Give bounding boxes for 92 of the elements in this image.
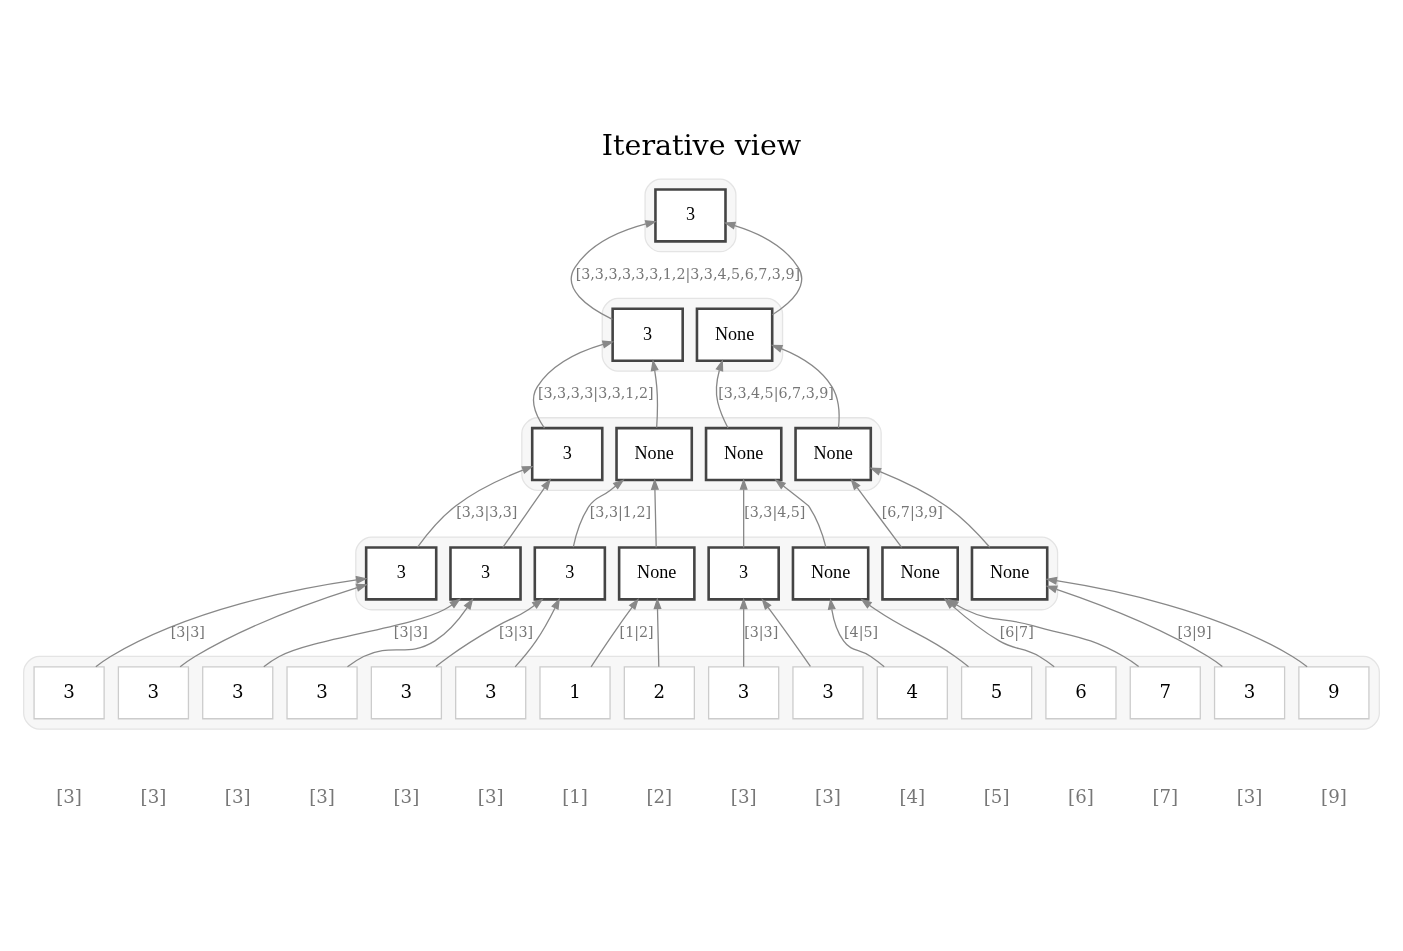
node-label: [3] [224, 785, 251, 807]
node-label: [3] [1236, 785, 1263, 807]
edge-label: [3|3] [498, 623, 534, 640]
arrow [1045, 576, 1308, 668]
node-box: 3 [202, 666, 274, 720]
node-box: 3 [707, 546, 780, 601]
node-box: None [791, 546, 870, 601]
node-box: 4 [876, 666, 948, 720]
node-box: 3 [533, 546, 607, 601]
arrow [502, 478, 552, 549]
node-box: 3 [611, 307, 684, 362]
node-box: 3 [33, 666, 105, 720]
node-box: 1 [539, 666, 611, 720]
node-box: 3 [117, 666, 190, 720]
arrow [263, 598, 462, 668]
node-label: [6] [1068, 785, 1094, 807]
node-label: [3] [140, 785, 167, 807]
edge-label: [4|5] [844, 623, 879, 640]
node-box: 3 [708, 666, 780, 720]
node-box: 3 [792, 666, 864, 720]
node-box: 3 [455, 666, 527, 720]
edge-label: [3,3,3,3,3,3,1,2|3,3,4,5,6,7,3,9] [575, 265, 801, 282]
arrow [570, 220, 657, 320]
diagram-title: Iterative view [601, 129, 802, 163]
node-label: [3] [393, 785, 420, 807]
edge-label: [3|9] [1177, 623, 1212, 640]
node-box: 3 [370, 666, 443, 720]
node-box: None [881, 546, 959, 601]
node-box: None [970, 546, 1049, 601]
edge-label: [3|3] [744, 623, 779, 640]
node-box: 3 [1213, 666, 1286, 720]
arrow [346, 598, 474, 668]
node-box: 3 [654, 188, 727, 243]
arrow [650, 478, 659, 549]
node-box: 7 [1129, 666, 1201, 720]
arrow [435, 598, 544, 668]
arrow [590, 598, 639, 668]
node-box: 9 [1298, 666, 1370, 720]
node-label: [4] [899, 785, 926, 807]
arrow [827, 598, 885, 668]
cluster [23, 655, 1380, 730]
node-label: [2] [646, 785, 673, 807]
arrow [947, 598, 1140, 668]
node-label: [1] [562, 785, 588, 807]
arrow [869, 467, 991, 548]
node-label: [3] [309, 785, 335, 807]
arrow [739, 478, 748, 549]
node-label: [3] [56, 785, 82, 807]
node-label: [7] [1152, 785, 1179, 807]
edge-label: [3,3|3,3] [456, 504, 518, 521]
edge-label: [3|3] [170, 623, 205, 640]
node-label: [5] [983, 785, 1010, 807]
arrow [514, 597, 560, 668]
arrow [650, 359, 659, 429]
arrow [1045, 585, 1223, 668]
arrow [761, 598, 812, 667]
node-label: [3] [730, 785, 757, 807]
node-box: None [615, 426, 694, 482]
node-box: 3 [286, 666, 358, 720]
arrow [653, 597, 662, 668]
arrow [770, 344, 840, 429]
node-label: [3] [815, 785, 841, 807]
arrow [416, 466, 534, 548]
node-box: None [695, 307, 774, 362]
edge-label: [1|2] [619, 623, 654, 640]
arrow [95, 575, 368, 668]
node-label: [9] [1321, 785, 1347, 807]
edge-label: [6,7|3,9] [881, 504, 943, 521]
node-box: 2 [623, 666, 695, 720]
arrow [532, 340, 615, 429]
node-box: 3 [530, 426, 604, 482]
arrow [572, 479, 625, 548]
node-box: 3 [449, 546, 522, 601]
arrow [774, 479, 827, 548]
arrow [723, 221, 803, 316]
node-box: 6 [1045, 666, 1117, 720]
arrow [739, 597, 748, 668]
node-box: None [617, 546, 696, 601]
node-label: [3] [477, 785, 504, 807]
arrow [715, 359, 729, 429]
arrow [179, 583, 368, 668]
node-box: None [704, 426, 783, 482]
edge-label: [6|7] [999, 623, 1034, 640]
node-box: 3 [364, 546, 438, 601]
edge-label: [3,3|1,2] [589, 504, 652, 521]
node-box: 5 [960, 666, 1033, 720]
edge-label: [3,3|4,5] [744, 504, 806, 521]
edge-label: [3,3,4,5|6,7,3,9] [718, 385, 834, 402]
node-box: None [794, 426, 873, 482]
arrow [850, 478, 903, 549]
edge-label: [3|3] [393, 623, 428, 640]
edge-label: [3,3,3,3|3,3,1,2] [537, 385, 654, 402]
